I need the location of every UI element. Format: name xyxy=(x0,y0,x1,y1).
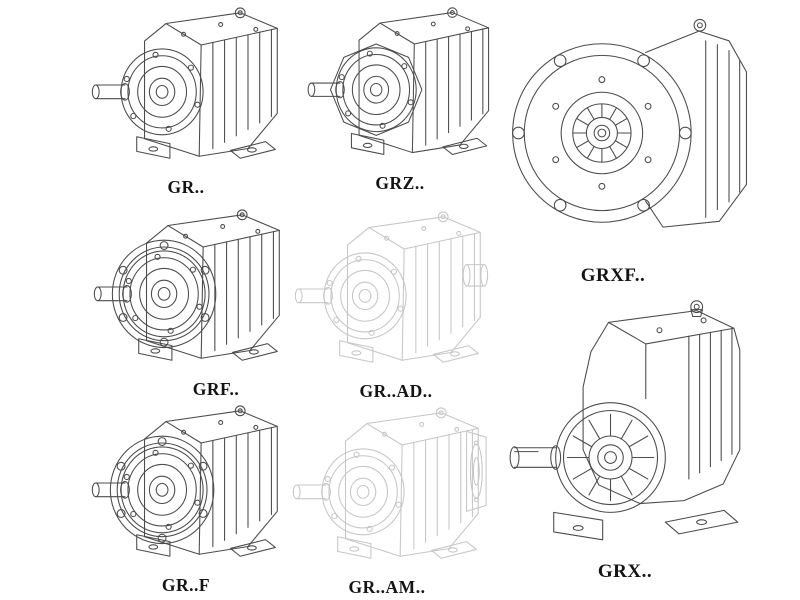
mounting-feet xyxy=(553,509,739,541)
product-cell-grf: GRF.. xyxy=(82,206,294,400)
gearbox-drawing-gr-am xyxy=(292,407,487,559)
cooling-fins xyxy=(705,40,741,218)
gearbox-drawing-grf xyxy=(93,209,280,361)
product-cell-gr-ad: GR..AD.. xyxy=(283,208,495,402)
eyebolt xyxy=(690,300,704,318)
output-flange xyxy=(109,435,214,545)
eyebolt-hole xyxy=(696,22,703,29)
housing-outline xyxy=(645,30,748,228)
product-cell-grx: GRX.. xyxy=(490,293,780,583)
product-cell-gr: GR.. xyxy=(80,4,292,198)
output-shaft xyxy=(509,445,562,470)
output-bore xyxy=(560,91,644,175)
flange-bolt-holes xyxy=(512,54,692,212)
gearbox-body xyxy=(93,209,280,361)
product-label-gr-f: GR..F xyxy=(161,574,211,595)
gearbox-body xyxy=(294,211,481,363)
product-cell-grz: GRZ.. xyxy=(300,4,500,194)
product-label-grxf: GRXF.. xyxy=(580,265,646,287)
input-shaft-adapter xyxy=(462,264,488,287)
housing-edges xyxy=(608,321,735,400)
housing-outline xyxy=(582,310,741,505)
cooling-fins xyxy=(688,328,733,480)
gearbox-body xyxy=(91,7,278,159)
gearbox-drawing-grx xyxy=(509,300,741,541)
product-cell-gr-f: GR..F xyxy=(80,402,292,596)
gearbox-drawing-gr xyxy=(91,7,278,159)
flange-outer xyxy=(512,43,692,223)
top-plug xyxy=(656,327,663,334)
output-bearing-boss xyxy=(555,402,666,513)
output-flange xyxy=(111,239,216,349)
gearbox-body xyxy=(307,7,490,155)
gearbox-body xyxy=(91,405,278,557)
product-label-grz: GRZ.. xyxy=(375,172,425,193)
product-cell-gr-am: GR..AM.. xyxy=(281,404,493,598)
product-label-gr-am: GR..AM.. xyxy=(348,576,426,597)
product-label-grf: GRF.. xyxy=(192,378,240,399)
gearbox-drawing-gr-f xyxy=(91,405,278,557)
product-label-gr: GR.. xyxy=(167,176,205,197)
eyebolt xyxy=(693,18,707,32)
flange-inner xyxy=(523,54,681,212)
motor-adapter-flange xyxy=(465,430,487,512)
product-label-grx: GRX.. xyxy=(597,560,653,582)
gearbox-drawing-grz xyxy=(307,7,490,155)
gearbox-drawing-gr-ad xyxy=(294,211,488,363)
product-label-gr-ad: GR..AD.. xyxy=(359,380,433,401)
gearbox-body xyxy=(292,407,479,559)
top-plug xyxy=(700,317,707,324)
product-cell-grxf: GRXF.. xyxy=(492,2,770,287)
gearbox-drawing-grxf xyxy=(512,18,748,228)
